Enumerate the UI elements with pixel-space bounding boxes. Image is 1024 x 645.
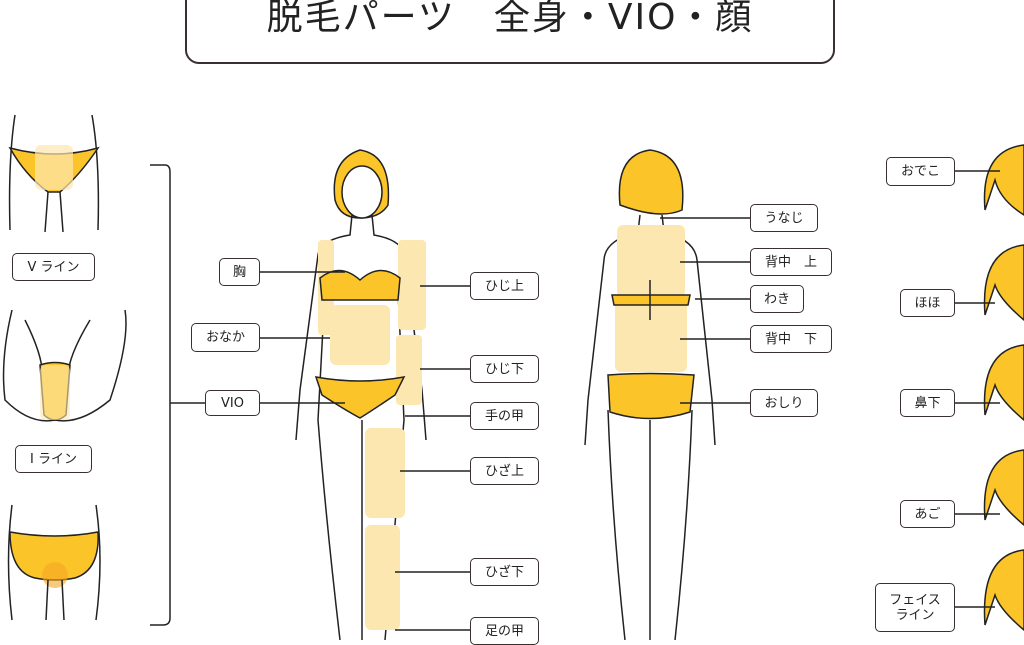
label-top-of-foot: 足の甲 [470,617,539,645]
label-cheeks: ほほ [900,289,955,317]
i-line-figure [2,309,127,422]
label-nape: うなじ [750,204,818,232]
label-back-of-hand: 手の甲 [470,402,539,430]
page-title: 脱毛パーツ 全身・VIO・顔 [185,0,835,64]
label-lower-back: 背中 下 [750,325,832,353]
label-chin: あご [900,500,955,528]
v-line-figure [8,114,100,233]
label-forehead: おでこ [886,157,955,186]
label-face-line: フェイス ライン [875,583,955,632]
label-underarm: わき [750,285,804,313]
label-buttocks: おしり [750,389,818,417]
label-i-line: I ライン [15,445,92,473]
label-chest: 胸 [219,258,260,286]
front-figure [295,149,427,640]
label-upper-back: 背中 上 [750,248,832,276]
label-under-nose: 鼻下 [900,389,955,417]
label-vio: VIO [205,390,260,416]
o-line-figure [7,504,101,621]
label-lower-leg: ひざ下 [470,558,539,586]
label-upper-arm: ひじ上 [470,272,539,300]
face-figures [983,144,1024,631]
label-forearm: ひじ下 [470,355,539,383]
label-belly: おなか [191,323,260,352]
leader-lines [260,170,1000,631]
label-thigh: ひざ上 [470,457,539,485]
vio-bracket [150,164,205,626]
label-v-line: V ライン [12,253,95,281]
back-figure [584,149,716,640]
